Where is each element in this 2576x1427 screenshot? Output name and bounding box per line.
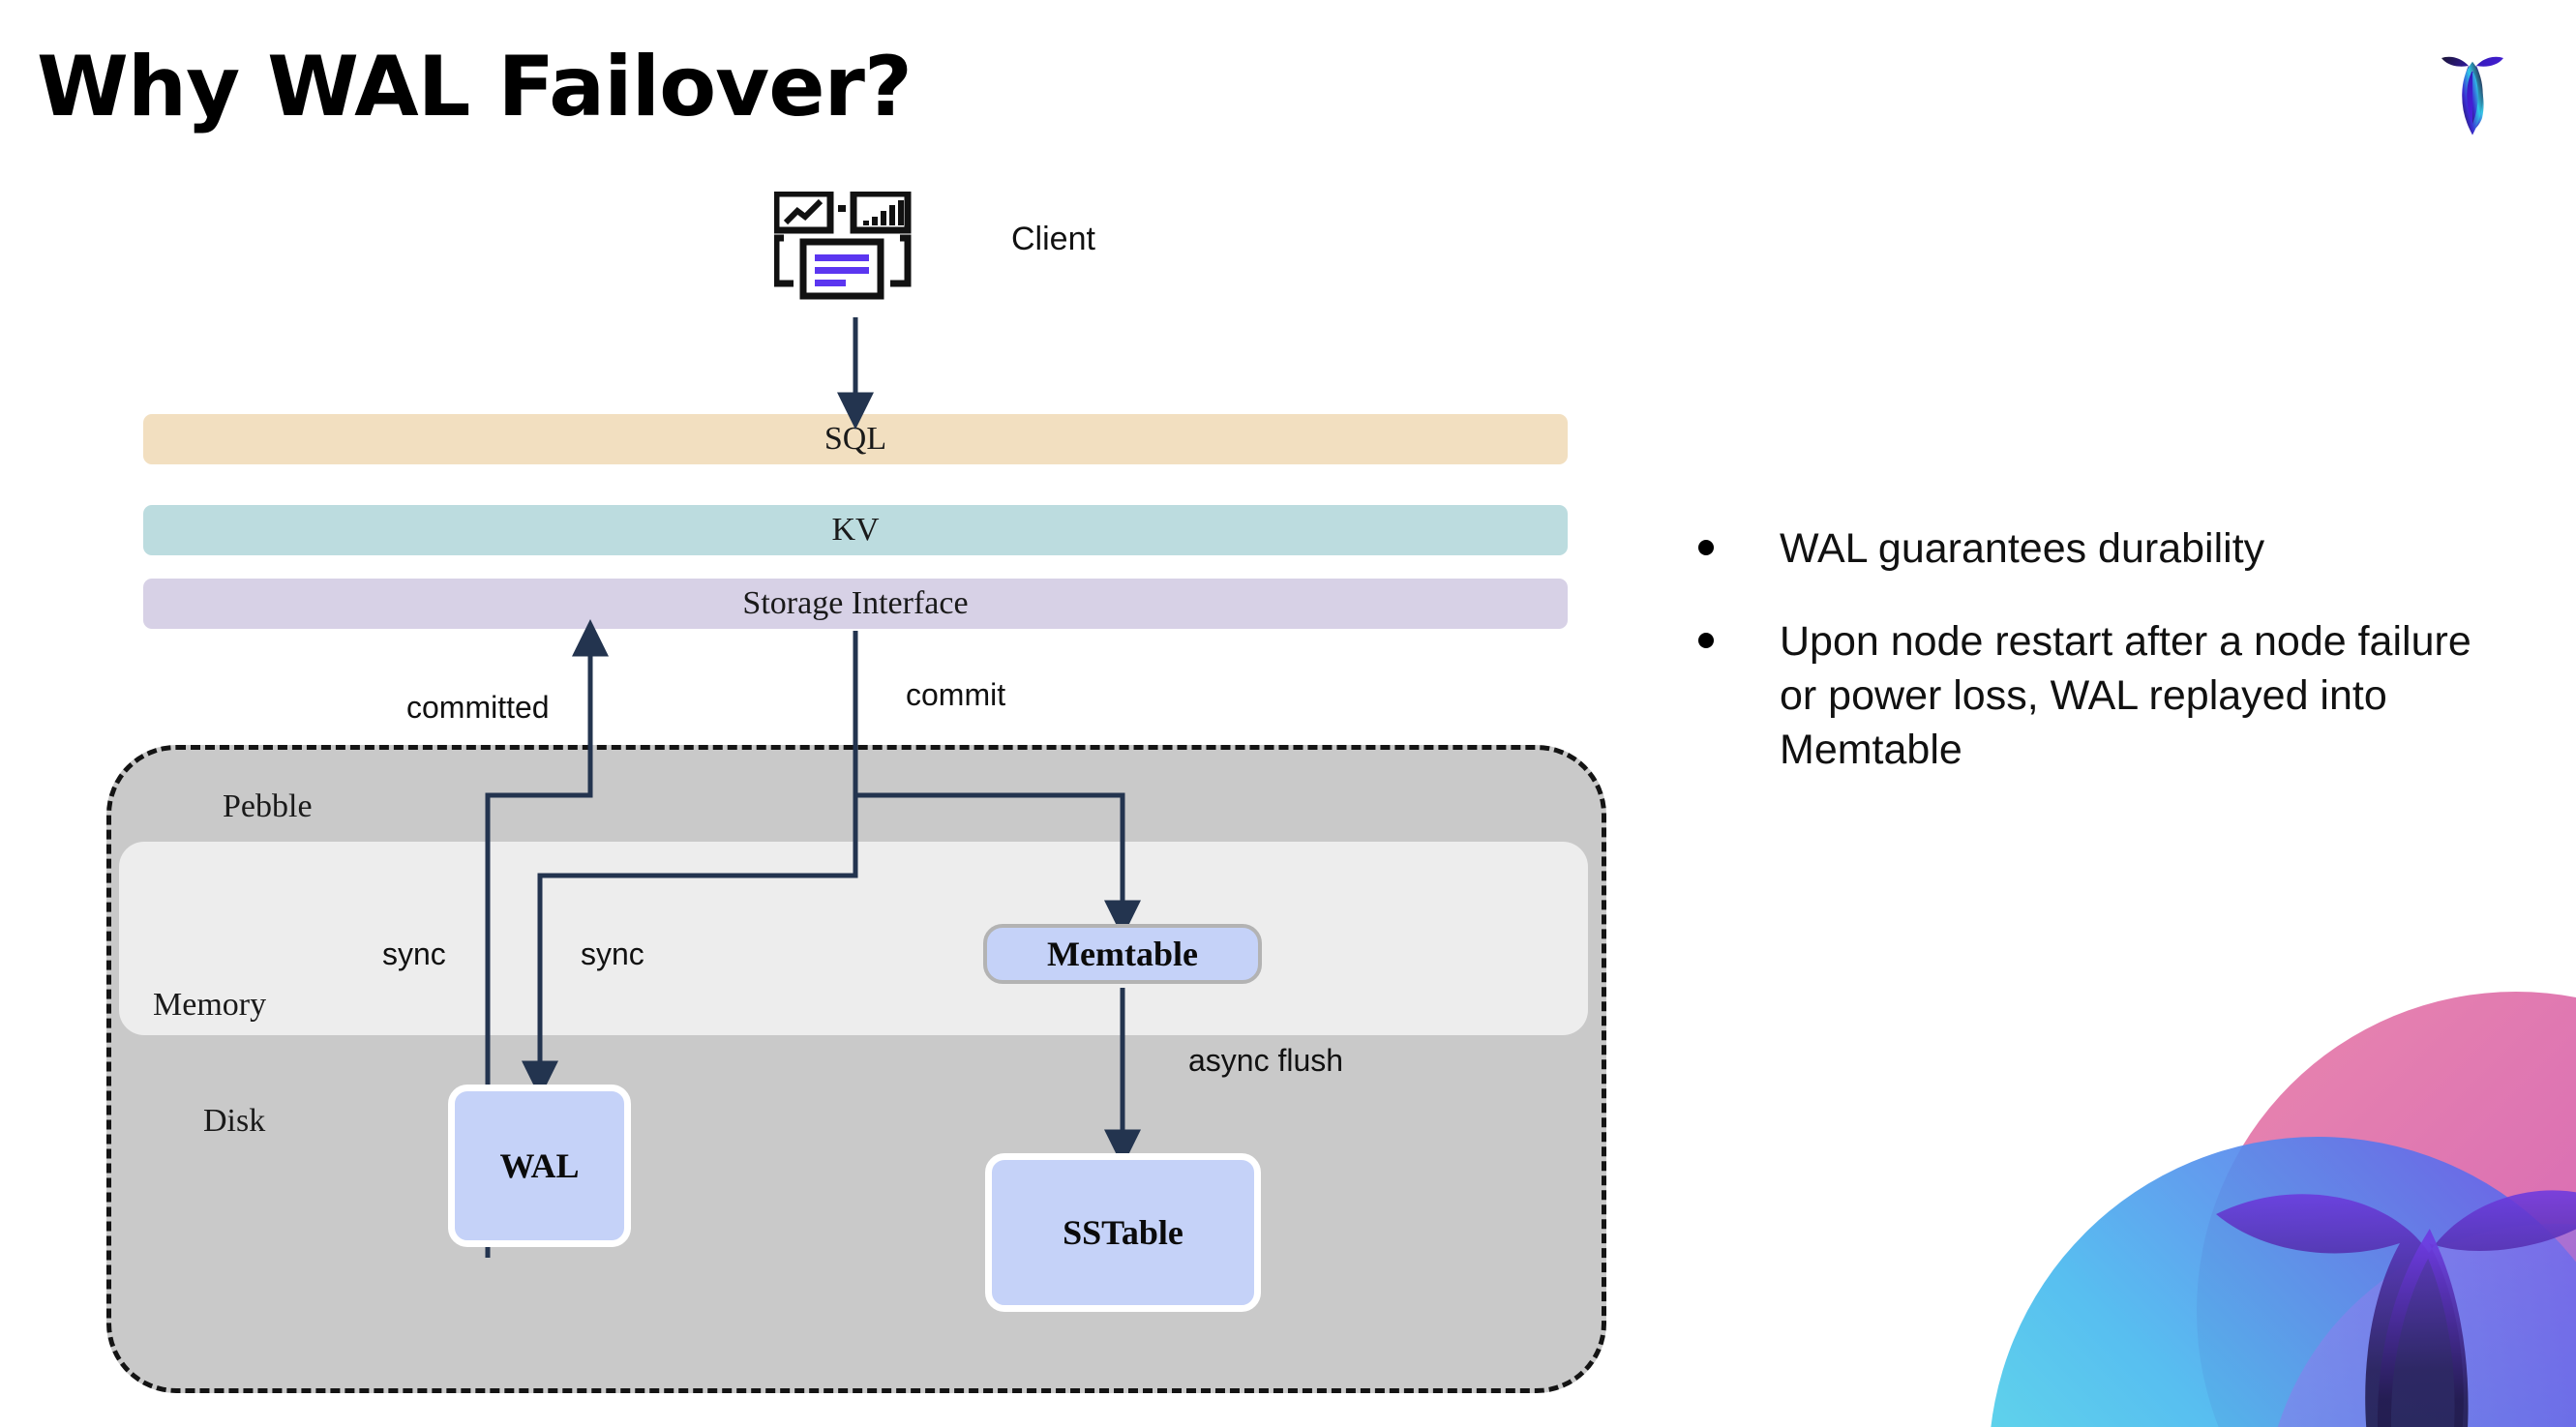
architecture-diagram: Client SQL KV Storage Interface Pebble M…: [106, 192, 1606, 1393]
bullet-dot-icon: [1698, 540, 1714, 555]
node-sstable[interactable]: SSTable: [985, 1153, 1261, 1312]
bullet-list: WAL guarantees durability Upon node rest…: [1698, 522, 2501, 817]
list-item: Upon node restart after a node failure o…: [1698, 615, 2501, 778]
pebble-label: Pebble: [223, 788, 313, 824]
layer-storage-label: Storage Interface: [742, 585, 969, 621]
client-label: Client: [1011, 221, 1095, 257]
node-memtable[interactable]: Memtable: [983, 924, 1262, 984]
decorative-logo-watermark: [1991, 992, 2576, 1427]
edge-label-committed: committed: [406, 690, 550, 725]
memory-label: Memory: [153, 987, 267, 1023]
bullet-text: Upon node restart after a node failure o…: [1780, 617, 2471, 773]
cockroachdb-logo-icon: [2441, 56, 2503, 135]
bullet-text: WAL guarantees durability: [1780, 525, 2265, 572]
diagram-connectors: [485, 317, 1142, 1258]
edge-label-commit: commit: [906, 677, 1006, 712]
node-memtable-label: Memtable: [1047, 935, 1198, 973]
edge-label-async-flush: async flush: [1188, 1043, 1344, 1078]
edge-label-sync-wal: sync: [382, 936, 446, 971]
page-title: Why WAL Failover?: [37, 39, 913, 135]
node-wal-label: WAL: [499, 1146, 580, 1185]
list-item: WAL guarantees durability: [1698, 522, 2501, 577]
layer-kv-label: KV: [831, 512, 880, 548]
edge-label-sync-commit: sync: [581, 936, 644, 971]
client-dashboard-icon: [774, 192, 912, 300]
disk-label: Disk: [203, 1103, 266, 1139]
node-sstable-label: SSTable: [1063, 1213, 1183, 1252]
layer-storage-interface[interactable]: Storage Interface: [143, 579, 1568, 629]
node-wal[interactable]: WAL: [448, 1085, 631, 1247]
bullet-dot-icon: [1698, 632, 1714, 648]
layer-kv[interactable]: KV: [143, 505, 1568, 555]
